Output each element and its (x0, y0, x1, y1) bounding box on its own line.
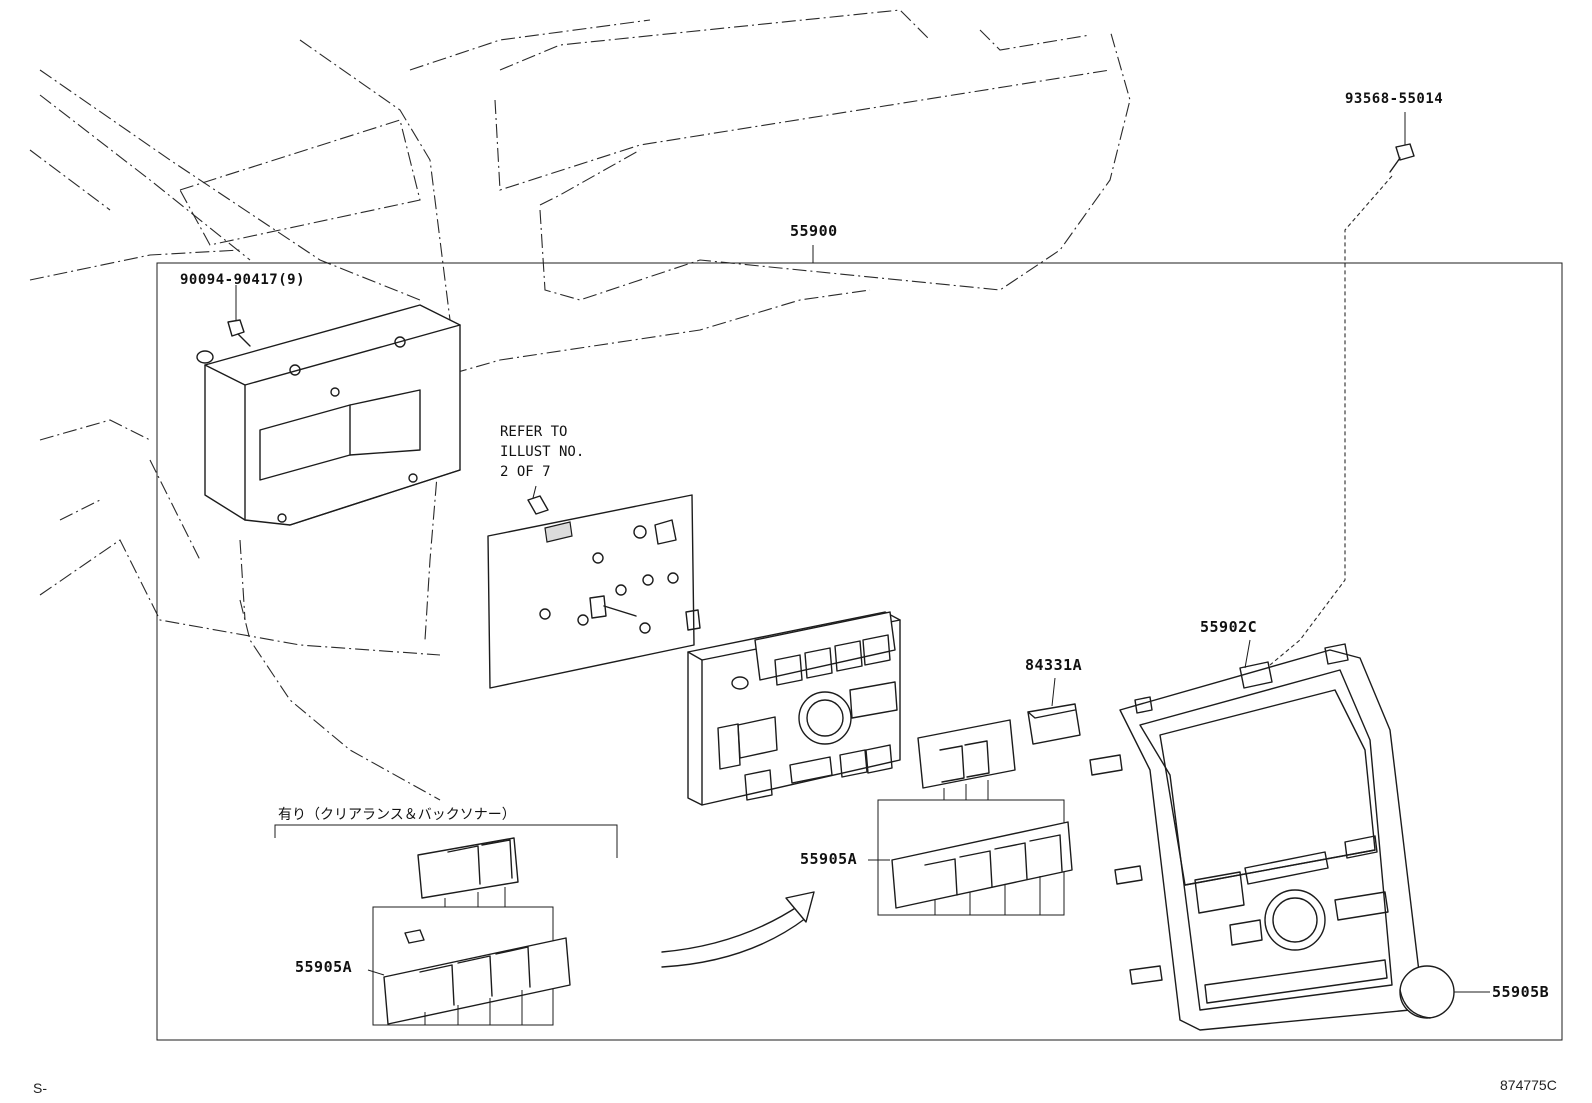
refer-note-line-3: 2 OF 7 (500, 464, 551, 480)
refer-note: REFER TO ILLUST NO. 2 OF 7 (500, 422, 584, 482)
option-note: 有り（クリアランス＆バックソナー） (278, 807, 516, 823)
footer-right-code: 874775C (1500, 1077, 1557, 1093)
switch-cluster-mid (877, 719, 1073, 916)
callout-84331a: 84331A (1025, 656, 1083, 674)
option-group (274, 824, 618, 1026)
callout-90094-90417: 90094-90417(9) (180, 272, 306, 288)
circuit-board (487, 494, 701, 689)
callout-55900: 55900 (790, 222, 838, 240)
switch-module (687, 611, 901, 806)
callout-55905a-bottom: 55905A (295, 958, 353, 976)
callout-55905b: 55905B (1492, 983, 1550, 1001)
button-84331a (1027, 703, 1081, 745)
callout-55902c: 55902C (1200, 618, 1258, 636)
footer-left-code: S- (33, 1080, 47, 1096)
flow-arrow (661, 891, 815, 968)
callout-93568-55014: 93568-55014 (1345, 91, 1444, 107)
panel-cover (1089, 643, 1421, 1031)
dashboard-outline (29, 9, 1131, 801)
assembly-frame (156, 245, 1563, 1041)
refer-note-line-1: REFER TO (500, 424, 568, 440)
housing-box (196, 304, 461, 526)
bulb-icon (527, 485, 549, 515)
refer-note-line-2: ILLUST NO. (500, 444, 585, 460)
screw-top-right-icon (1269, 112, 1415, 666)
screw-left-icon (227, 285, 251, 347)
knob-55905b (1399, 965, 1490, 1019)
callout-55905a-mid: 55905A (800, 850, 858, 868)
leader-lines (367, 639, 1251, 976)
